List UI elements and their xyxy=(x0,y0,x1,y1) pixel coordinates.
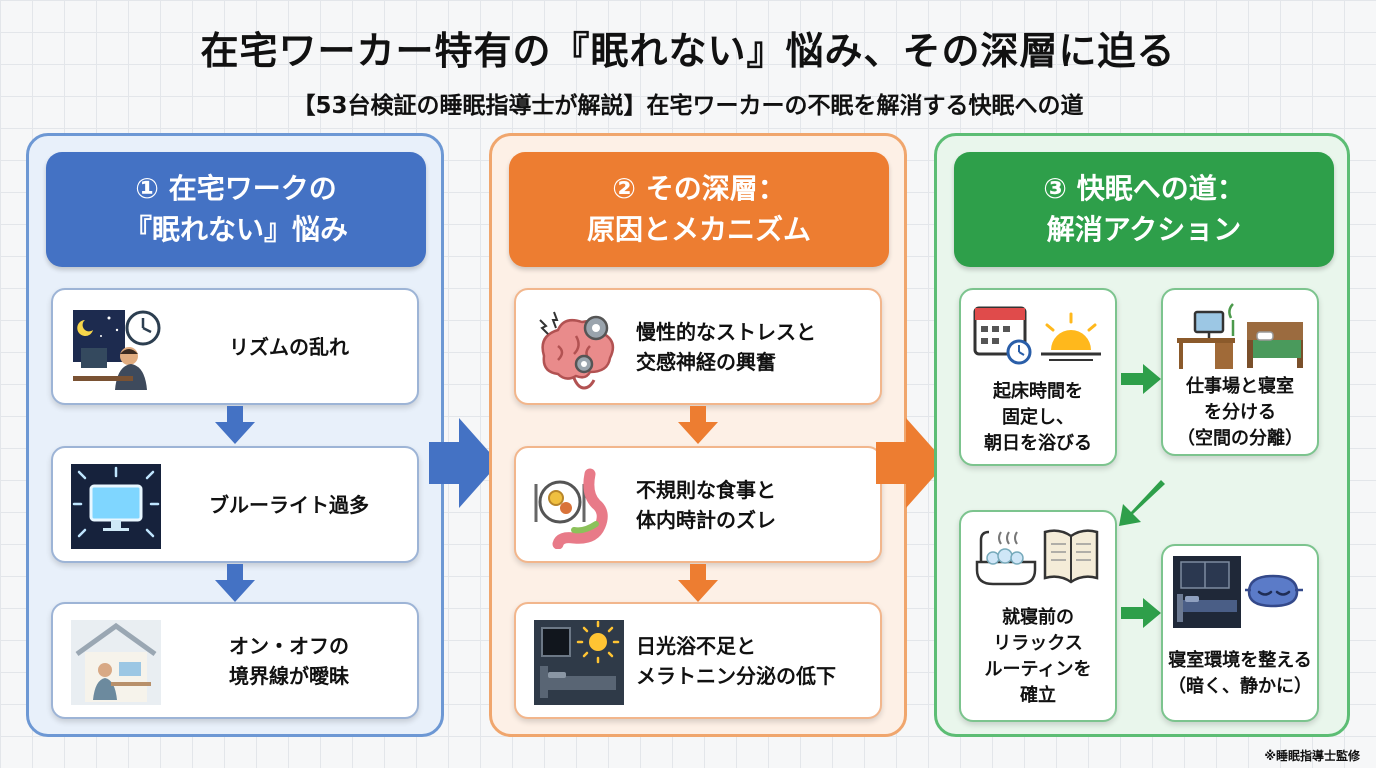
cause-card-stress-text: 慢性的なストレスと 交感神経の興奮 xyxy=(636,290,870,403)
problem-card-boundary-line2: 境界線が曖昧 xyxy=(229,663,349,688)
action-card-environment-line1: 寝室環境を整える xyxy=(1168,649,1312,671)
cause-card-sunlight-line1: 日光浴不足と xyxy=(636,633,756,658)
action-card-routine-text: 就寝前の リラックス ルーティンを 確立 xyxy=(965,600,1111,714)
problem-card-rhythm: リズムの乱れ xyxy=(51,288,419,405)
action-card-environment: 寝室環境を整える （暗く、静かに） xyxy=(1161,544,1319,722)
down-arrow-blue-2 xyxy=(215,564,255,602)
cause-card-meals-line1: 不規則な食事と xyxy=(636,477,776,502)
problem-card-bluelight-text: ブルーライト過多 xyxy=(171,448,407,561)
problem-card-boundary-line1: オン・オフの xyxy=(229,633,349,658)
panel-causes-header-line1: ② その深層： xyxy=(612,171,786,205)
panel-causes-header: ② その深層： 原因とメカニズム xyxy=(509,152,889,267)
down-arrow-orange-2 xyxy=(678,564,718,602)
action-card-routine-line1: 就寝前の xyxy=(1002,606,1074,628)
right-arrow-green-2 xyxy=(1121,598,1161,628)
page-subtitle: 【53台検証の睡眠指導士が解説】在宅ワーカーの不眠を解消する快眠への道 xyxy=(292,93,1084,119)
panel-actions-header-line2: 解消アクション xyxy=(1046,212,1242,246)
action-card-separate: 仕事場と寝室 を分ける （空間の分離） xyxy=(1161,288,1319,456)
action-card-routine-line2: リラックス xyxy=(993,632,1083,654)
desk-and-bed-icon xyxy=(1173,300,1307,372)
panel-problems-header-line1: ① 在宅ワークの xyxy=(135,171,337,205)
cause-card-stress-line2: 交感神経の興奮 xyxy=(636,349,776,374)
panel-actions-header: ③ 快眠への道： 解消アクション xyxy=(954,152,1334,267)
action-card-environment-line2: （暗く、静かに） xyxy=(1168,676,1312,697)
problem-card-rhythm-text: リズムの乱れ xyxy=(171,290,407,403)
night-desk-clock-icon xyxy=(71,306,161,391)
action-card-separate-line2: を分ける xyxy=(1204,401,1276,423)
cause-card-sunlight-text: 日光浴不足と メラトニン分泌の低下 xyxy=(636,604,870,717)
panel-causes-header-line2: 原因とメカニズム xyxy=(586,212,811,246)
action-card-environment-text: 寝室環境を整える （暗く、静かに） xyxy=(1167,634,1313,714)
calendar-sunrise-icon xyxy=(971,300,1105,372)
action-card-routine-line3: ルーティンを xyxy=(984,659,1092,680)
plate-stomach-icon xyxy=(534,464,624,550)
footer-note: ※睡眠指導士監修 xyxy=(1264,749,1360,763)
big-arrow-orange xyxy=(876,418,946,508)
action-card-wakeup-line2: 固定し、 xyxy=(1002,406,1074,428)
right-arrow-green-1 xyxy=(1121,364,1161,394)
action-card-wakeup-line3: 朝日を浴びる xyxy=(984,433,1092,455)
panel-actions-header-line1: ③ 快眠への道： xyxy=(1043,171,1245,205)
action-card-wakeup-text: 起床時間を 固定し、 朝日を浴びる xyxy=(965,378,1111,458)
cause-card-meals-text: 不規則な食事と 体内時計のズレ xyxy=(636,448,870,561)
big-arrow-blue xyxy=(429,418,499,508)
cause-card-sunlight: 日光浴不足と メラトニン分泌の低下 xyxy=(514,602,882,719)
down-arrow-orange-1 xyxy=(678,406,718,444)
diagonal-arrow-green xyxy=(1119,480,1165,526)
action-card-wakeup-line1: 起床時間を xyxy=(993,380,1083,402)
action-card-separate-line1: 仕事場と寝室 xyxy=(1186,375,1294,397)
problem-card-boundary: オン・オフの 境界線が曖昧 xyxy=(51,602,419,719)
problem-card-rhythm-line1: リズムの乱れ xyxy=(229,334,349,359)
action-card-separate-text: 仕事場と寝室 を分ける （空間の分離） xyxy=(1167,376,1313,449)
problem-card-bluelight-line1: ブルーライト過多 xyxy=(209,492,369,517)
action-card-routine: 就寝前の リラックス ルーティンを 確立 xyxy=(959,510,1117,722)
cause-card-meals-line2: 体内時計のズレ xyxy=(636,507,776,532)
home-office-icon xyxy=(71,620,161,705)
stressed-brain-icon xyxy=(534,306,624,391)
page-title: 在宅ワーカー特有の『眠れない』悩み、その深層に迫る xyxy=(200,29,1176,73)
panel-actions: ③ 快眠への道： 解消アクション 起床時間を 固定し、 朝日を浴 xyxy=(934,133,1350,737)
dark-bedroom-sun-icon xyxy=(534,620,624,705)
cause-card-sunlight-line2: メラトニン分泌の低下 xyxy=(636,663,836,688)
action-card-routine-line4: 確立 xyxy=(1020,685,1056,707)
panel-problems-header: ① 在宅ワークの 『眠れない』悩み xyxy=(46,152,426,267)
cause-card-stress: 慢性的なストレスと 交感神経の興奮 xyxy=(514,288,882,405)
cause-card-meals: 不規則な食事と 体内時計のズレ xyxy=(514,446,882,563)
down-arrow-blue-1 xyxy=(215,406,255,444)
action-card-separate-line3: （空間の分離） xyxy=(1177,428,1303,450)
panel-problems-header-line2: 『眠れない』悩み xyxy=(123,212,348,246)
problem-card-bluelight: ブルーライト過多 xyxy=(51,446,419,563)
problem-card-boundary-text: オン・オフの 境界線が曖昧 xyxy=(171,604,407,717)
bath-and-book-icon xyxy=(971,522,1105,594)
panel-causes: ② その深層： 原因とメカニズム 慢性的なストレスと 交感神経の興奮 xyxy=(489,133,907,737)
action-card-wakeup: 起床時間を 固定し、 朝日を浴びる xyxy=(959,288,1117,466)
glowing-monitor-icon xyxy=(71,464,161,549)
bedroom-eyemask-icon xyxy=(1173,556,1307,628)
panel-problems: ① 在宅ワークの 『眠れない』悩み リズムの乱れ xyxy=(26,133,444,737)
cause-card-stress-line1: 慢性的なストレスと xyxy=(636,319,816,344)
